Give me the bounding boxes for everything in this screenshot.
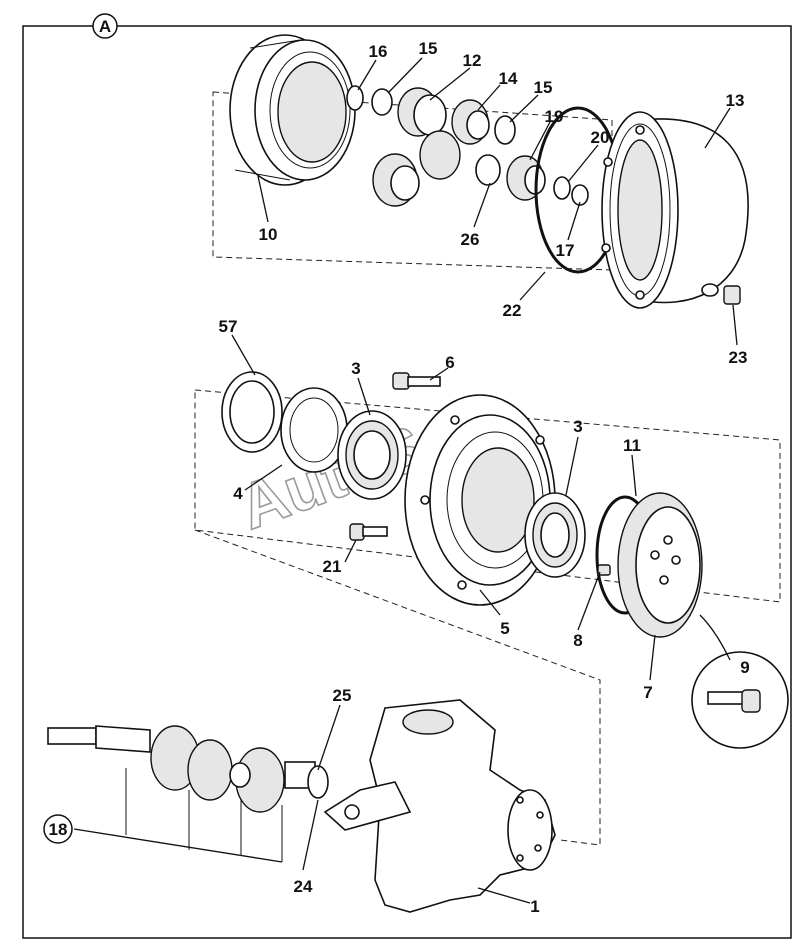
label-57: 57 xyxy=(219,317,238,336)
pin-8 xyxy=(597,564,611,576)
label-4: 4 xyxy=(233,484,243,503)
detail-bubble-9 xyxy=(691,614,789,749)
label-25: 25 xyxy=(333,686,352,705)
label-5: 5 xyxy=(500,619,509,638)
label-15: 15 xyxy=(419,39,438,58)
lower-axis-box xyxy=(194,529,601,846)
svg-text:A: A xyxy=(99,17,111,36)
label-10: 10 xyxy=(259,225,278,244)
label-14: 14 xyxy=(499,69,518,88)
steering-knuckle-1 xyxy=(323,699,556,913)
label-16: 16 xyxy=(369,42,388,61)
label-3: 3 xyxy=(351,359,360,378)
bush-26 xyxy=(475,154,501,186)
middle-axis-box xyxy=(194,389,781,603)
label-20: 20 xyxy=(591,128,610,147)
bush-15a xyxy=(371,88,393,116)
bush-15b xyxy=(494,115,516,145)
label-22: 22 xyxy=(503,301,522,320)
label-6: 6 xyxy=(445,353,454,372)
svg-text:18: 18 xyxy=(49,820,68,839)
label-21: 21 xyxy=(323,557,342,576)
thrust-ring-57 xyxy=(221,371,283,453)
label-17: 17 xyxy=(556,241,575,260)
label-13: 13 xyxy=(726,91,745,110)
label-7: 7 xyxy=(643,683,652,702)
label-8: 8 xyxy=(573,631,582,650)
bearing-3b xyxy=(524,492,586,578)
bearing-3a xyxy=(337,410,407,500)
planetary-cover xyxy=(601,111,749,309)
axle-shaft-18 xyxy=(47,725,329,862)
ring-gear xyxy=(229,34,356,186)
screw-6 xyxy=(392,372,441,390)
label-12: 12 xyxy=(463,51,482,70)
view-marker: A xyxy=(92,13,118,39)
label-23: 23 xyxy=(729,348,748,367)
washer-17 xyxy=(571,184,589,206)
carrier-gear-7 xyxy=(617,492,703,638)
planet-gear-12 xyxy=(372,87,461,207)
label-19: 19 xyxy=(545,107,564,126)
label-3: 3 xyxy=(573,417,582,436)
planet-gear-14 xyxy=(451,99,490,145)
seal-4 xyxy=(280,387,348,473)
label-9: 9 xyxy=(740,658,749,677)
label-11: 11 xyxy=(623,436,641,455)
callout-labels: 16 15 12 14 15 19 20 13 10 26 17 22 23 5… xyxy=(43,39,750,916)
hub-5 xyxy=(404,394,556,606)
label-24: 24 xyxy=(294,877,313,896)
circlip-16 xyxy=(346,85,364,111)
leader-lines xyxy=(73,57,738,904)
label-26: 26 xyxy=(461,230,480,249)
washer-20 xyxy=(553,176,571,200)
screw-21 xyxy=(349,523,388,541)
plug-23 xyxy=(723,285,741,305)
label-15: 15 xyxy=(534,78,553,97)
figure-frame xyxy=(22,25,792,939)
upper-axis-box xyxy=(212,91,613,271)
label-1: 1 xyxy=(530,897,539,916)
label-18-circled: 18 xyxy=(43,814,73,844)
